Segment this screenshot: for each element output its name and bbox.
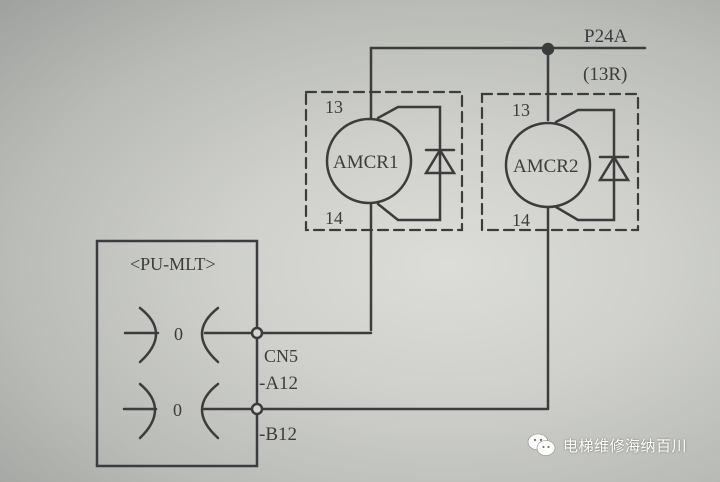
connector-label: CN5 [264,346,298,366]
relay-1-label: AMCR1 [333,152,398,173]
relay-2-enclosure [480,92,640,232]
watermark-text: 电梯维修海纳百川 [563,436,688,455]
wechat-icon [527,432,557,458]
relay-2-pin-14: 14 [512,210,530,230]
supply-net-label: P24A [584,26,628,47]
board-label: <PU-MLT> [130,254,216,274]
relay-1-pin-14: 14 [325,208,343,228]
relay-1-pin-13: 13 [325,97,343,117]
watermark: 电梯维修海纳百川 [527,432,687,458]
cn5-b12-terminal [250,402,264,416]
contact-1-symbol: 0 [174,324,183,344]
pin-b12-label: -B12 [259,424,297,445]
supply-ref-label: (13R) [583,64,627,85]
contact-2-symbol: 0 [173,400,182,420]
contact-2-left-arc [138,382,157,440]
junction-dot [541,42,555,56]
relay-2-label: AMCR2 [513,156,578,177]
relay-2-diode-icon [597,154,631,182]
contact-1-left-arc [138,306,158,364]
pu-mlt-board [95,239,259,468]
relay-1-enclosure [304,90,464,232]
relay-2-pin-13: 13 [512,100,530,120]
pin-a12-label: -A12 [259,373,298,394]
cn5-a12-terminal [250,326,264,340]
contact-2-right-arc [200,382,220,440]
contact-1-right-arc [200,306,220,364]
relay-1-coil [325,117,413,205]
relay-1-diode-icon [423,147,457,175]
